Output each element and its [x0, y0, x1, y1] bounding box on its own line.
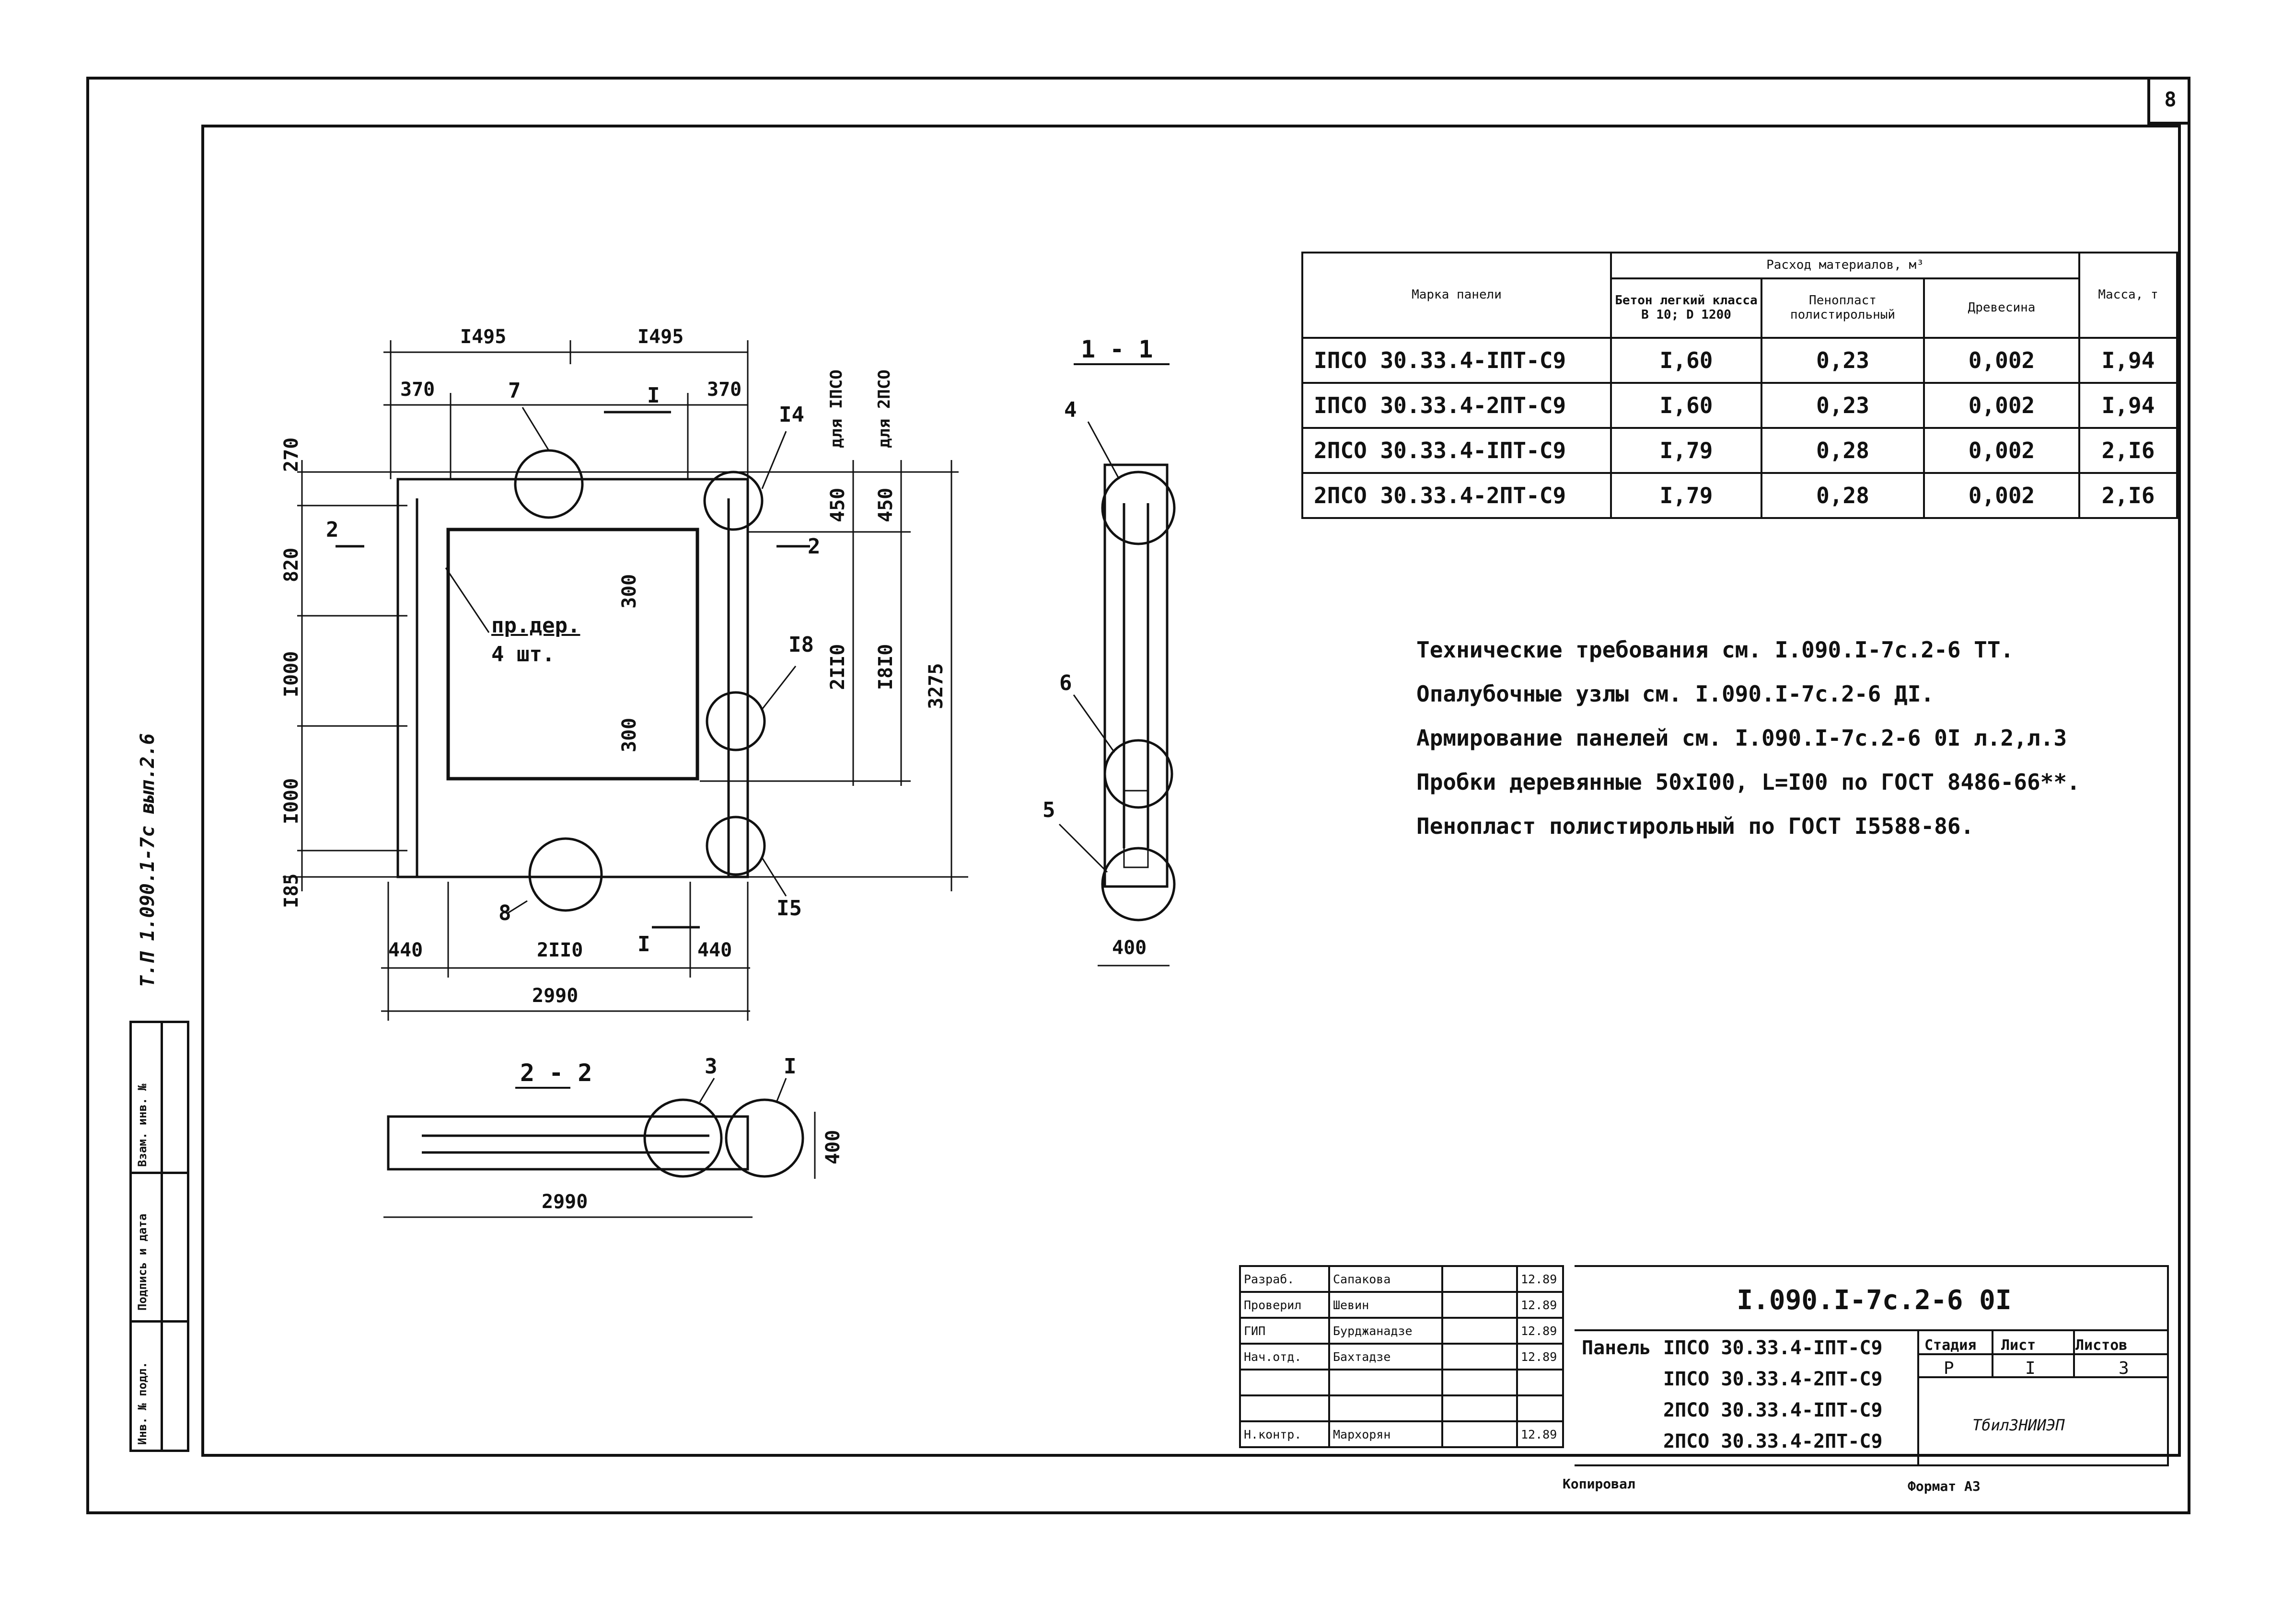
callout-label-1: I: [784, 1054, 797, 1079]
materials-table: Марка панели Расход материалов, м³ Масса…: [1301, 252, 2178, 519]
callout-8: [528, 837, 603, 912]
panel-mark-2: IПСО 30.33.4-2ПТ-С9: [1663, 1368, 1883, 1390]
window-opening: [446, 528, 699, 781]
dim-top-4: 370: [707, 379, 742, 401]
dim-right-2: 450: [875, 487, 897, 522]
note-line: Технические требования см. I.090.I-7с.2-…: [1416, 637, 2014, 663]
callout-label-18: I8: [788, 633, 814, 657]
dim-right-4: I8I0: [875, 644, 897, 690]
table-row: 2ПСО 30.33.4-IПТ-С9 I,79 0,28 0,002 2,I6: [1301, 427, 2178, 474]
dim-bottom-1: 440: [388, 939, 423, 961]
table-row: 2ПСО 30.33.4-2ПТ-С9 I,79 0,28 0,002 2,I6: [1301, 472, 2178, 519]
dim-right-1: 450: [827, 487, 849, 522]
section-1-dim: 400: [1112, 937, 1147, 959]
footer-copied: Копировал: [1563, 1476, 1635, 1492]
panel-outline: [396, 478, 749, 878]
note-line: Армирование панелей см. I.090.I-7с.2-6 0…: [1416, 725, 2067, 751]
dim-left-5: I85: [280, 873, 302, 908]
callout-label-14: I4: [779, 403, 804, 427]
callout-label-3: 3: [705, 1054, 718, 1079]
section-mark-2-right: 2: [808, 534, 821, 559]
header-wood: Древесина: [1923, 277, 2080, 339]
label-for-2pso: для 2ПСО: [875, 369, 894, 448]
header-mark: Марка панели: [1301, 252, 1612, 339]
section-1-title: 1 - 1: [1081, 335, 1153, 363]
table-row: IПСО 30.33.4-IПТ-С9 I,60 0,23 0,002 I,94: [1301, 337, 2178, 384]
dim-bottom-2: 2II0: [537, 939, 583, 961]
dim-inner-1: 300: [618, 574, 640, 609]
opening-note-1: пр.дер.: [491, 613, 580, 638]
title-block: [1575, 1265, 2169, 1466]
page-number: 8: [2147, 77, 2190, 125]
section-mark-1-top: I: [647, 383, 660, 408]
doc-code: I.090.I-7с.2-6 0I: [1737, 1284, 2012, 1316]
dim-top-1: I495: [460, 326, 507, 348]
dim-right-3: 2II0: [827, 644, 849, 690]
inner-frame: [201, 125, 2181, 1457]
note-line: Пробки деревянные 50хI00, L=I00 по ГОСТ …: [1416, 769, 2080, 795]
callout-5: [1101, 847, 1176, 921]
dim-left-4: I000: [280, 778, 302, 824]
callout-label-15: I5: [776, 896, 802, 921]
technical-notes: Технические требования см. I.090.I-7с.2-…: [1416, 628, 2080, 848]
callout-label-8: 8: [498, 901, 511, 925]
dim-left-2: 820: [280, 547, 302, 582]
stage-value: Р: [1944, 1359, 1954, 1378]
outer-frame: [86, 77, 2190, 1514]
section-2-dim-width: 2990: [542, 1191, 588, 1213]
organization: ТбилЗНИИЭП: [1972, 1416, 2065, 1434]
callout-1: [725, 1098, 804, 1178]
note-line: Опалубочные узлы см. I.090.I-7с.2-6 ДI.: [1416, 681, 1935, 707]
callout-15: [706, 816, 766, 876]
header-concrete: Бетон легкий класса В 10; D 1200: [1610, 277, 1762, 339]
dim-bottom-4: 2990: [532, 985, 579, 1007]
callout-label-6: 6: [1059, 671, 1072, 695]
callout-label-5: 5: [1043, 798, 1055, 822]
section-2-title: 2 - 2: [520, 1059, 592, 1087]
label-for-1pso: для IПСО: [827, 369, 846, 448]
callout-label-4: 4: [1064, 398, 1077, 422]
note-line: Пенопласт полистирольный по ГОСТ I5588-8…: [1416, 813, 1974, 839]
callout-14: [703, 471, 764, 531]
panel-word: Панель: [1582, 1337, 1651, 1359]
callout-label-7: 7: [508, 379, 521, 403]
callout-3: [643, 1098, 723, 1178]
header-mass: Масса, т: [2078, 252, 2178, 339]
dim-bottom-3: 440: [697, 939, 732, 961]
callout-4: [1101, 471, 1176, 545]
dim-inner-2: 300: [618, 717, 640, 752]
dim-left-3: I000: [280, 651, 302, 697]
callout-7: [514, 449, 584, 519]
panel-mark-3: 2ПСО 30.33.4-IПТ-С9: [1663, 1399, 1883, 1421]
section-mark-2-left: 2: [326, 518, 339, 542]
dim-right-5: 3275: [925, 663, 947, 709]
dim-top-2: I495: [637, 326, 684, 348]
dim-top-3: 370: [400, 379, 435, 401]
callout-6: [1103, 739, 1173, 809]
footer-format: Формат А3: [1908, 1478, 1981, 1494]
header-materials: Расход материалов, м³: [1610, 252, 2080, 279]
stage-label: Стадия: [1924, 1337, 1977, 1354]
side-table: Инв. № подл. Подпись и дата Взам. инв. №: [129, 1021, 189, 1452]
section-2-dim-height: 400: [822, 1129, 844, 1164]
callout-18: [706, 691, 766, 751]
dim-left-1: 270: [280, 437, 302, 472]
section-2-outline: [387, 1115, 749, 1171]
sheets-label: Листов: [2075, 1337, 2128, 1354]
sheets-value: 3: [2119, 1359, 2129, 1378]
table-row: IПСО 30.33.4-2ПТ-С9 I,60 0,23 0,002 I,94: [1301, 382, 2178, 429]
panel-mark-1: IПСО 30.33.4-IПТ-С9: [1663, 1337, 1883, 1359]
section-1-outline: [1103, 463, 1169, 888]
section-mark-1-bottom: I: [637, 932, 650, 956]
panel-mark-4: 2ПСО 30.33.4-2ПТ-С9: [1663, 1430, 1883, 1452]
header-foam: Пенопласт полистирольный: [1761, 277, 1925, 339]
sheet-label: Лист: [2001, 1337, 2036, 1354]
sheet-value: I: [2025, 1359, 2036, 1378]
opening-note-2: 4 шт.: [491, 642, 555, 667]
